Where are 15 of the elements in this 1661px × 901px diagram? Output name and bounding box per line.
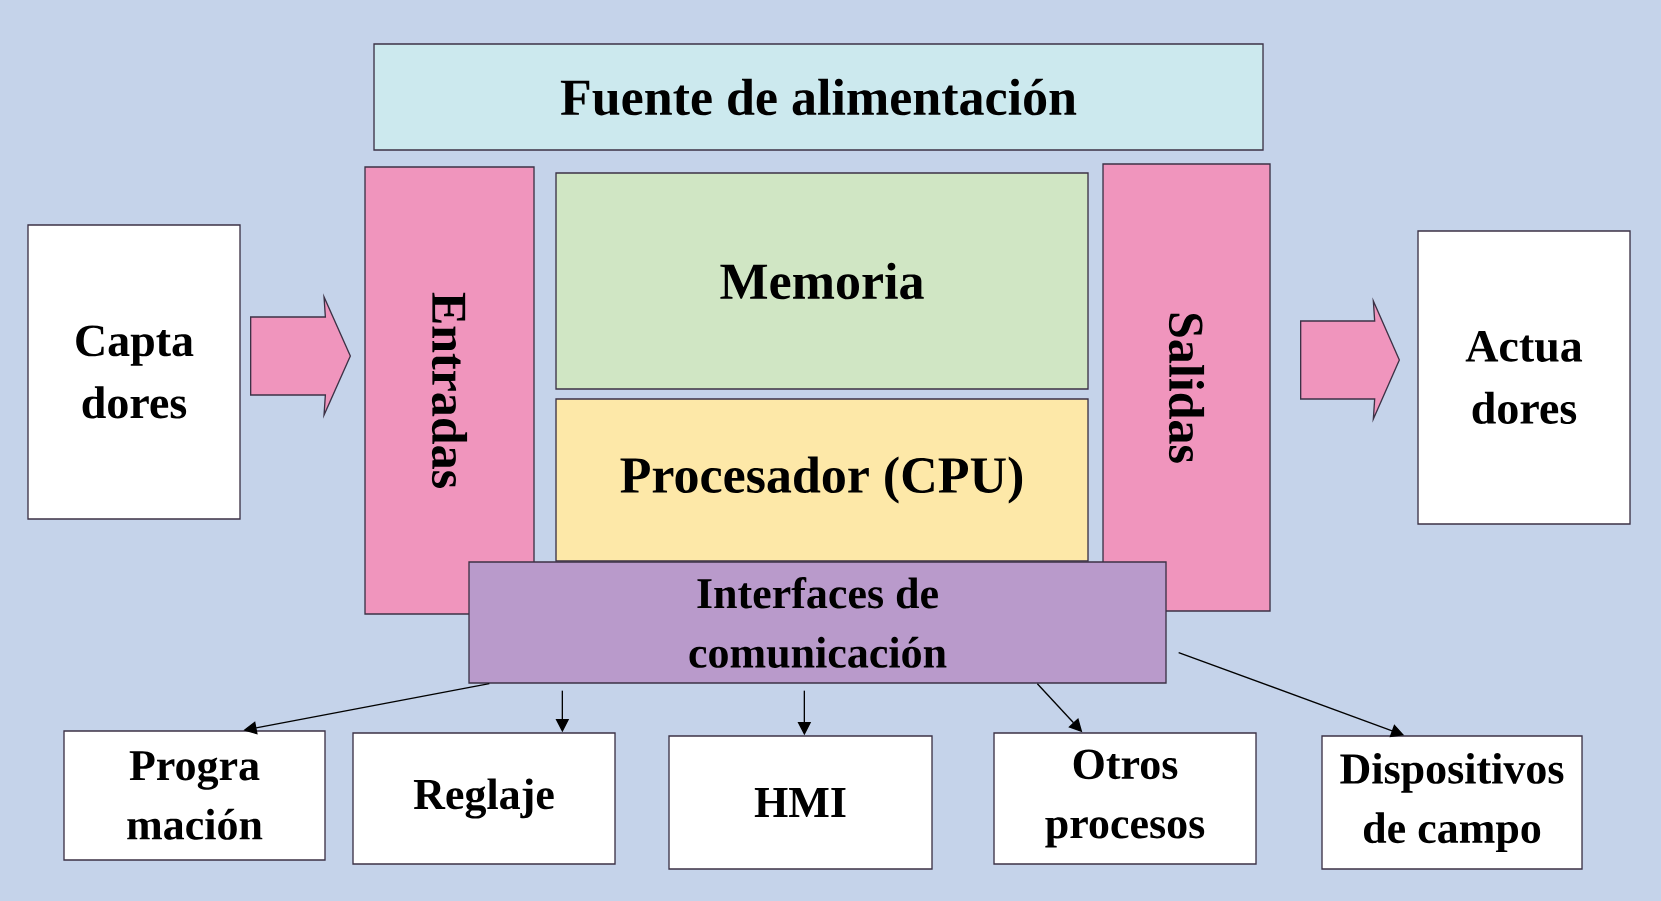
processor-box: Procesador (CPU) xyxy=(555,398,1089,562)
device-box: Otros procesos xyxy=(993,732,1257,865)
device-box: HMI xyxy=(668,735,933,870)
device-box: Reglaje xyxy=(352,732,616,865)
power-supply-box: Fuente de alimentación xyxy=(373,43,1264,151)
block-arrow xyxy=(1300,297,1401,423)
interface-box: Interfaces de comunicación xyxy=(468,561,1167,684)
actuator-box: Actua dores xyxy=(1417,230,1631,525)
device-box: Dispositivos de campo xyxy=(1321,735,1583,870)
device-box: Progra mación xyxy=(63,730,326,861)
sensor-box: Capta dores xyxy=(27,224,241,520)
input-band: Entradas xyxy=(364,166,535,615)
block-arrow xyxy=(250,293,352,419)
output-band: Salidas xyxy=(1102,163,1271,612)
memory-box: Memoria xyxy=(555,172,1089,390)
